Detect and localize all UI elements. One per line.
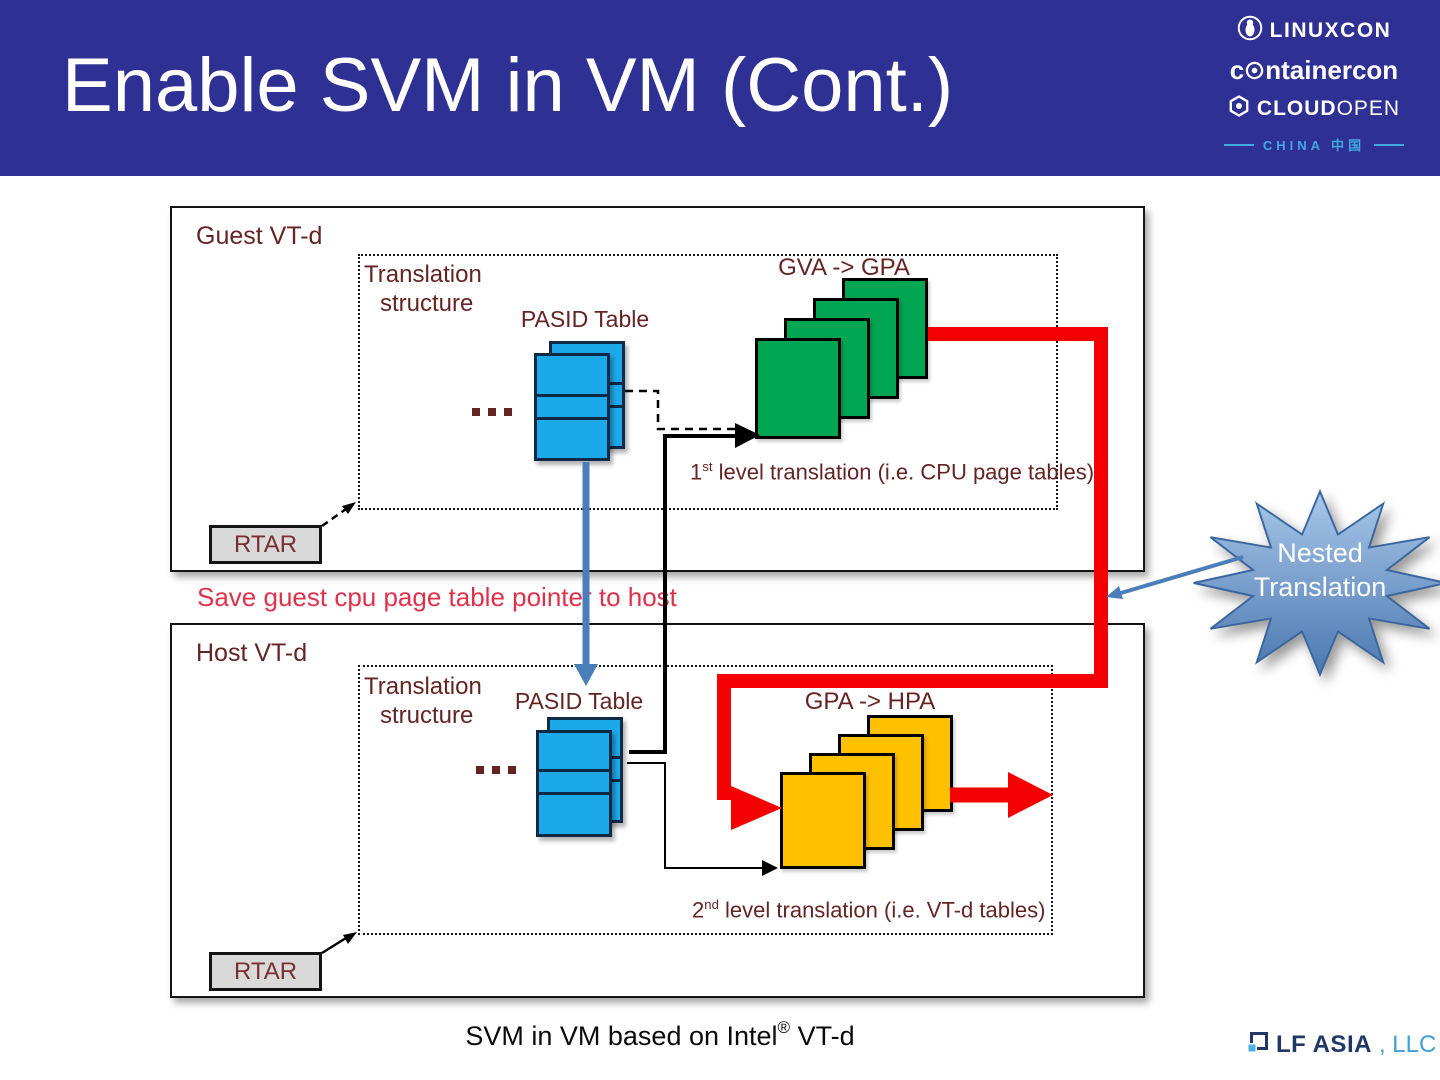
containercon-suffix: ntainercon bbox=[1265, 55, 1399, 85]
ellipsis-dots bbox=[472, 408, 512, 416]
title-banner: Enable SVM in VM (Cont.) LINUXCON c bbox=[0, 0, 1440, 176]
ellipsis-dots bbox=[476, 766, 516, 774]
lf-asia-wordmark: LF ASIA bbox=[1276, 1031, 1372, 1058]
conference-logos: LINUXCON c ntainercon bbox=[1214, 15, 1414, 154]
host-structure-label: Translation structure bbox=[364, 673, 482, 729]
linuxcon-logo: LINUXCON bbox=[1237, 15, 1392, 46]
host-level-note: 2nd level translation (i.e. VT-d tables) bbox=[692, 897, 1046, 923]
nested-translation-callout: Nested Translation bbox=[1185, 483, 1440, 683]
callout-arrowhead bbox=[1106, 586, 1123, 599]
guest-mapping-label: GVA -> GPA bbox=[778, 254, 910, 281]
save-pointer-note: Save guest cpu page table pointer to hos… bbox=[197, 582, 677, 612]
host-pasid-table-front bbox=[536, 730, 612, 837]
china-label: CHINA 中国 bbox=[1262, 138, 1366, 153]
guest-rtar-box: RTAR bbox=[209, 525, 322, 564]
host-vtd-box: Host VT-d Translation structure PASID Ta… bbox=[170, 623, 1145, 998]
cloudopen-bold: CLOUD bbox=[1256, 96, 1337, 120]
containercon-prefix: c bbox=[1229, 55, 1245, 85]
lf-asia-icon bbox=[1247, 1031, 1269, 1059]
right-rule bbox=[1374, 143, 1405, 146]
lf-asia-suffix: , LLC bbox=[1378, 1031, 1437, 1058]
china-banner: CHINA 中国 bbox=[1223, 135, 1405, 154]
host-rtar-box: RTAR bbox=[209, 952, 322, 991]
guest-pasid-table-label: PASID Table bbox=[520, 306, 650, 332]
lf-asia-logo: LF ASIA, LLC bbox=[1247, 1031, 1436, 1059]
nested-translation-label: Nested Translation bbox=[1253, 538, 1387, 602]
slide-caption: SVM in VM based on Intel® VT-d bbox=[465, 1018, 855, 1051]
host-pasid-table-label: PASID Table bbox=[514, 688, 644, 714]
starburst-shape bbox=[1193, 488, 1440, 678]
target-icon bbox=[1245, 61, 1264, 80]
linuxcon-wordmark: LINUXCON bbox=[1269, 18, 1392, 42]
cloudopen-logo: CLOUDOPEN bbox=[1228, 95, 1400, 122]
containercon-logo: c ntainercon bbox=[1230, 55, 1398, 86]
host-mapping-label: GPA -> HPA bbox=[804, 688, 936, 715]
guest-pasid-table-front bbox=[534, 353, 610, 461]
slide-title: Enable SVM in VM (Cont.) bbox=[62, 43, 954, 128]
host-vtd-label: Host VT-d bbox=[196, 639, 308, 667]
guest-structure-label: Translation structure bbox=[364, 261, 482, 317]
cloudopen-light: OPEN bbox=[1336, 96, 1401, 120]
host-vtd-table-1 bbox=[780, 772, 866, 869]
guest-vtd-box: Guest VT-d Translation structure PASID T… bbox=[170, 206, 1145, 572]
gear-icon bbox=[1228, 95, 1250, 122]
guest-vtd-label: Guest VT-d bbox=[196, 222, 323, 250]
guest-page-table-1 bbox=[755, 338, 841, 439]
guest-level-note: 1st level translation (i.e. CPU page tab… bbox=[690, 459, 1095, 485]
penguin-icon bbox=[1237, 15, 1263, 46]
left-rule bbox=[1223, 143, 1254, 146]
